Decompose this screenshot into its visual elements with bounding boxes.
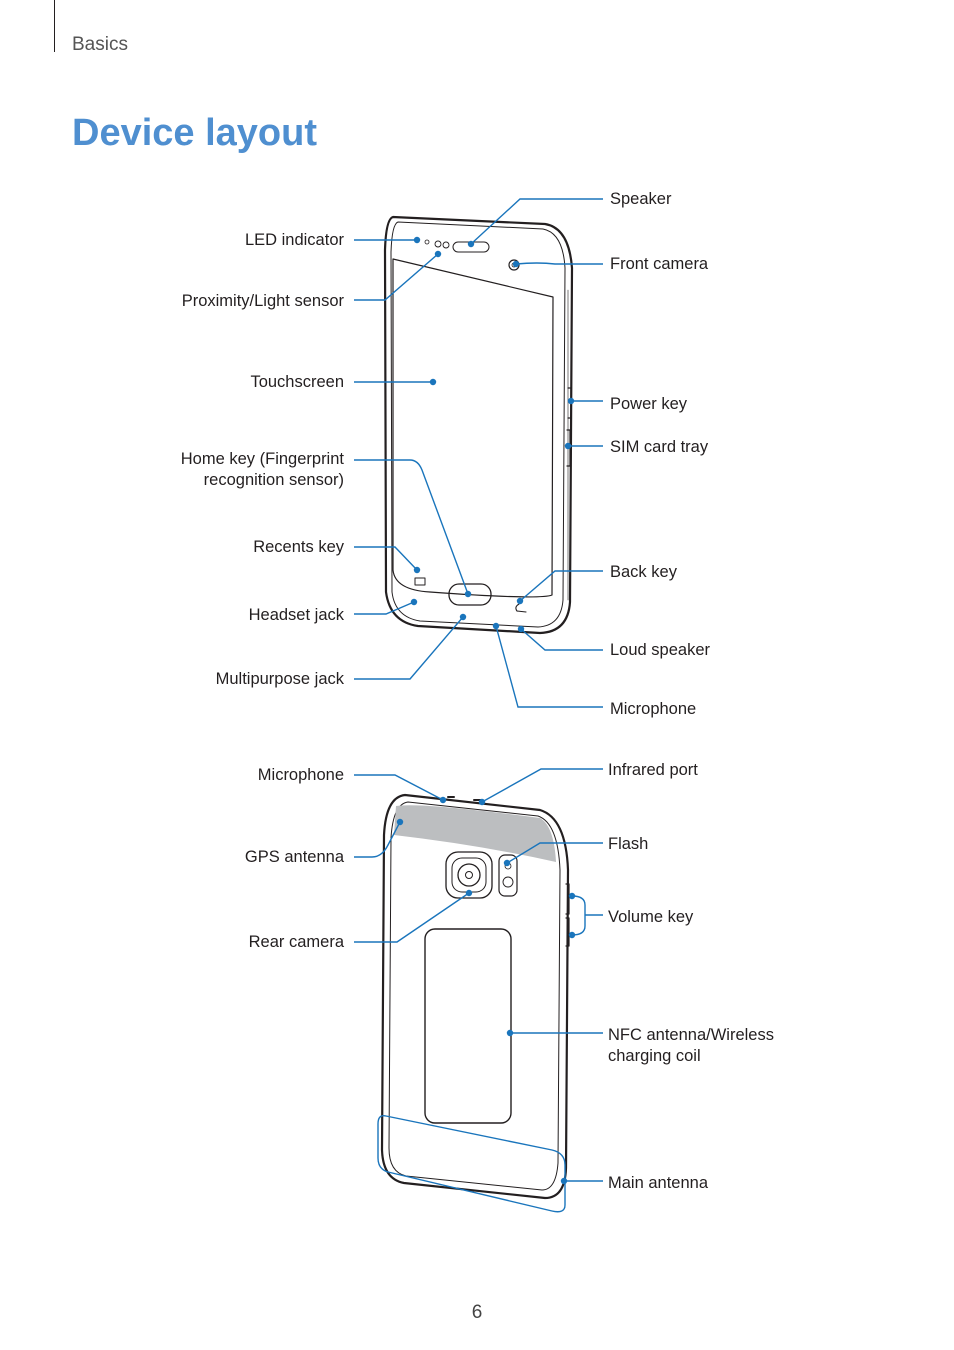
label-volume-key: Volume key <box>608 908 694 926</box>
label-multipurpose-jack: Multipurpose jack <box>215 670 344 688</box>
label-microphone-back: Microphone <box>257 766 344 784</box>
page-number: 6 <box>471 1302 483 1323</box>
label-nfc-antenna-line1: NFC antenna/Wireless <box>608 1026 774 1044</box>
label-infrared-port: Infrared port <box>608 761 698 779</box>
front-phone-illustration <box>383 215 574 635</box>
header-rule <box>54 0 55 52</box>
label-microphone-front: Microphone <box>610 700 697 718</box>
label-speaker: Speaker <box>610 190 672 208</box>
label-nfc-antenna-line2: charging coil <box>608 1047 701 1065</box>
callout-lines <box>354 198 603 1213</box>
page-title: Device layout <box>72 112 317 154</box>
label-touchscreen: Touchscreen <box>250 373 344 391</box>
label-loud-speaker: Loud speaker <box>610 641 710 659</box>
label-gps-antenna: GPS antenna <box>244 848 344 866</box>
label-headset-jack: Headset jack <box>248 606 344 624</box>
label-power-key: Power key <box>610 395 688 413</box>
label-back-key: Back key <box>610 563 677 581</box>
label-home-key-line2: recognition sensor) <box>203 471 344 489</box>
label-rear-camera: Rear camera <box>248 933 344 951</box>
label-recents-key: Recents key <box>253 538 344 556</box>
callout-dots <box>396 236 576 1185</box>
label-led-indicator: LED indicator <box>244 231 344 249</box>
label-sim-card-tray: SIM card tray <box>610 438 709 456</box>
label-front-camera: Front camera <box>610 255 709 273</box>
label-main-antenna: Main antenna <box>608 1174 708 1192</box>
section-header: Basics <box>72 34 128 55</box>
label-home-key-line1: Home key (Fingerprint <box>180 450 344 468</box>
label-flash: Flash <box>608 835 649 853</box>
back-phone-illustration <box>380 793 570 1200</box>
label-proximity-light-sensor: Proximity/Light sensor <box>181 292 344 310</box>
